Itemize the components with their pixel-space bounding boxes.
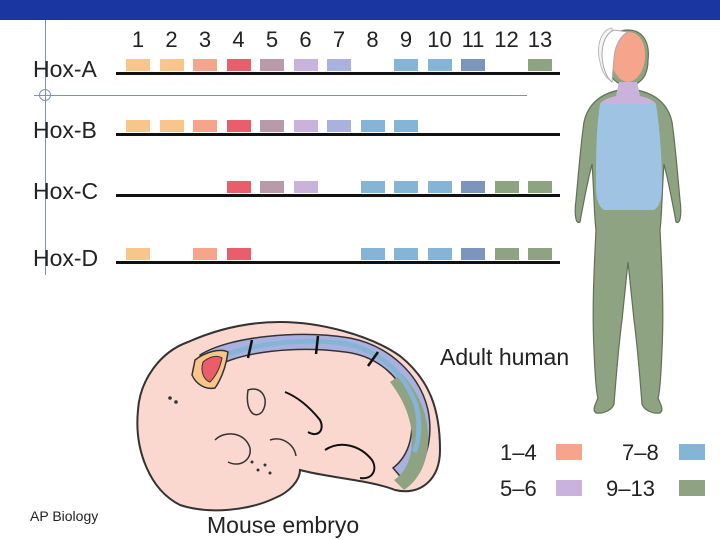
gene-number: 10 — [427, 27, 452, 52]
hox-gene-box — [293, 181, 318, 193]
hox-gene-box — [193, 248, 217, 260]
gene-number: 13 — [527, 27, 553, 52]
hox-gene-box — [427, 59, 452, 71]
chromosome-line — [116, 133, 560, 136]
legend-swatch — [679, 444, 705, 460]
hox-gene-box — [327, 59, 351, 71]
chromosome-line — [116, 72, 560, 75]
adult-human-label: Adult human — [440, 344, 570, 370]
hox-gene-box — [461, 59, 485, 71]
hox-gene-box — [293, 59, 318, 71]
hox-gene-box — [226, 181, 251, 193]
hox-gene-box — [126, 59, 150, 71]
hox-gene-box — [394, 120, 418, 132]
hox-gene-box — [394, 248, 418, 260]
gene-number: 5 — [265, 27, 279, 52]
hox-gene-box — [159, 120, 184, 132]
slide-guide-vertical — [45, 20, 46, 275]
chromosome-line — [116, 261, 560, 264]
gene-number: 11 — [461, 27, 485, 52]
hox-gene-box — [461, 181, 485, 193]
hox-gene-box — [461, 248, 485, 260]
hox-gene-box — [394, 181, 418, 193]
gene-number: 8 — [366, 27, 379, 52]
gene-number: 7 — [332, 27, 346, 52]
human-neck — [600, 82, 656, 104]
hox-gene-box — [360, 120, 385, 132]
hox-gene-box — [327, 120, 351, 132]
legend-swatch — [679, 480, 705, 496]
gene-number: 3 — [198, 27, 212, 52]
gene-number: 9 — [399, 27, 413, 52]
legend-swatch — [556, 444, 582, 460]
hox-row-label: Hox-C — [33, 178, 99, 204]
legend-label: 1–4 — [500, 440, 537, 465]
legend-label: 7–8 — [622, 440, 659, 465]
hox-gene-box — [226, 120, 251, 132]
hox-gene-box — [360, 248, 385, 260]
hox-gene-box — [159, 59, 184, 71]
hox-gene-box — [293, 120, 318, 132]
hox-gene-box — [494, 181, 519, 193]
legend-swatch — [556, 480, 582, 496]
hox-gene-box — [260, 120, 284, 132]
human-torso — [596, 104, 662, 210]
hox-row-label: Hox-A — [33, 56, 97, 82]
hox-row-label: Hox-B — [33, 117, 97, 143]
legend-label: 5–6 — [500, 476, 537, 501]
slide-top-bar — [0, 0, 720, 20]
hox-gene-box — [394, 59, 418, 71]
hox-gene-box — [494, 248, 519, 260]
gene-number: 12 — [494, 27, 519, 52]
hox-gene-box — [427, 181, 452, 193]
mouse-embryo-label: Mouse embryo — [207, 512, 360, 538]
hox-gene-box — [528, 248, 552, 260]
hox-gene-box — [528, 181, 552, 193]
hox-gene-box — [427, 248, 452, 260]
embryo-posterior-band — [390, 374, 429, 490]
human-head — [610, 32, 646, 82]
gene-number: 6 — [299, 27, 312, 52]
hox-gene-box — [260, 59, 284, 71]
legend-label: 9–13 — [606, 476, 655, 501]
hox-gene-box — [260, 181, 284, 193]
hox-gene-box — [226, 248, 251, 260]
hox-gene-box — [126, 120, 150, 132]
gene-number: 1 — [131, 27, 145, 52]
footer-text: AP Biology — [30, 508, 99, 524]
hox-gene-box — [126, 248, 150, 260]
gene-number: 4 — [232, 27, 245, 52]
slide-guide-horizontal — [34, 95, 527, 96]
hox-gene-box — [226, 59, 251, 71]
crosshair-icon — [39, 89, 51, 101]
hox-gene-box — [360, 181, 385, 193]
hox-row-label: Hox-D — [33, 245, 99, 271]
gene-number: 2 — [165, 27, 178, 52]
hox-gene-box — [193, 59, 217, 71]
hox-gene-box — [528, 59, 552, 71]
chromosome-line — [116, 194, 560, 197]
hox-gene-box — [193, 120, 217, 132]
